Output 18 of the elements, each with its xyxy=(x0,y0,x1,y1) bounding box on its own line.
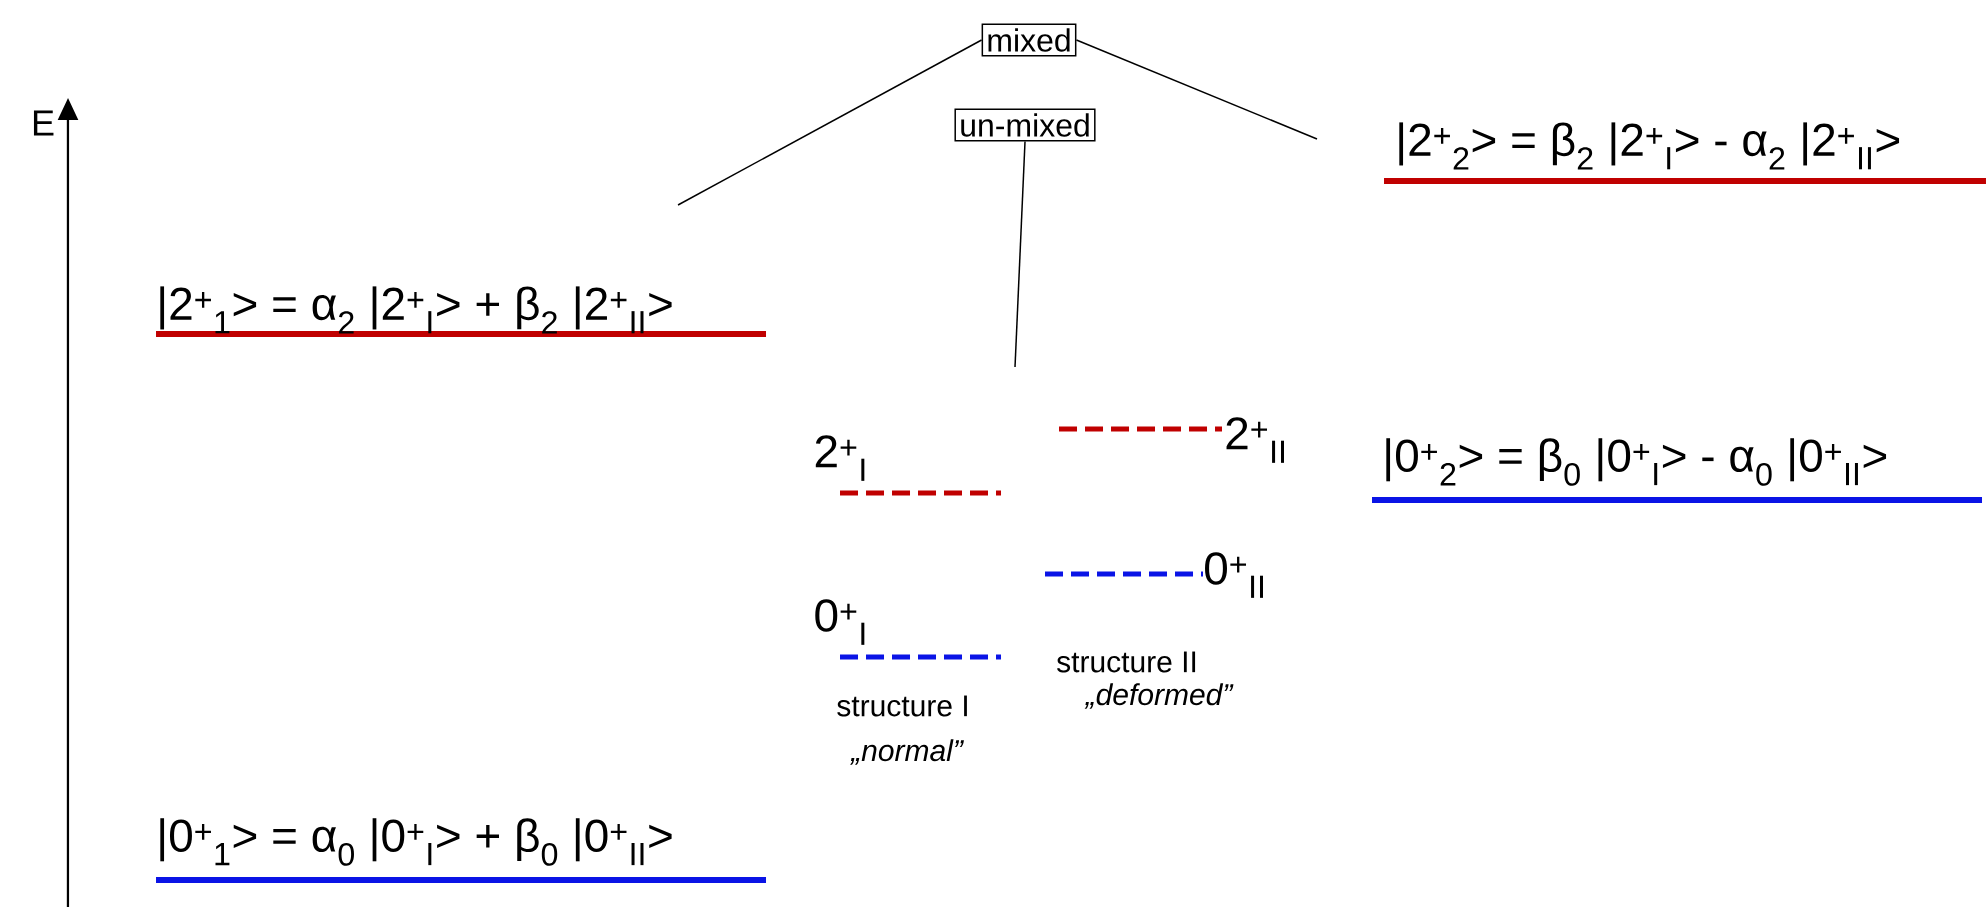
level-label: 0$^{+}$II xyxy=(1205,552,1264,598)
leader-line xyxy=(1014,140,1026,368)
label-box: un-mixed xyxy=(954,108,1096,142)
level-label: 2$^{+}$I xyxy=(815,435,865,481)
structure-label: structure II xyxy=(1057,651,1196,673)
level-label: 2$^{+}$II xyxy=(1226,417,1285,463)
structure-label: structure I xyxy=(837,695,967,717)
label-box: mixed xyxy=(981,23,1077,57)
state-formula: |2$^{+}$$_{1}$> = α$_{2}$ |2$^{+}$$_{I}$> + β$_{2}$ |2$^{+}$$_{II}$> xyxy=(160,286,672,334)
structure-label: „deformed” xyxy=(1084,683,1234,709)
structure-label: „normal” xyxy=(850,739,964,765)
axis-label: E xyxy=(33,110,54,136)
leader-line xyxy=(1075,39,1318,140)
leader-line xyxy=(677,39,983,206)
state-formula: |0$^{+}$$_{1}$> = α$_{0}$ |0$^{+}$$_{I}$> + β$_{0}$ |0$^{+}$$_{II}$> xyxy=(160,818,672,866)
level-label: 0$^{+}$I xyxy=(815,599,865,645)
state-formula: |0$^{+}$$_{2}$> = β$_{0}$ |0$^{+}$$_{I}$> - α$_{0}$ |0$^{+}$$_{II}$> xyxy=(1386,438,1887,486)
state-formula: |2$^{+}$$_{2}$> = β$_{2}$ |2$^{+}$$_{I}$> - α$_{2}$ |2$^{+}$$_{II}$> xyxy=(1399,122,1900,170)
